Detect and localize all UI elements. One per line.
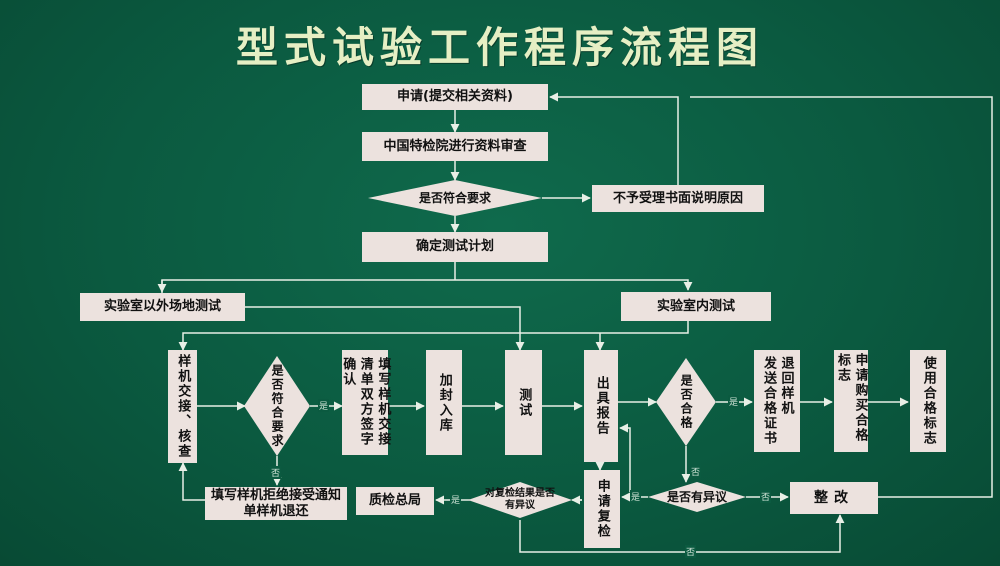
decision-pass-label[interactable]: 是否合格 xyxy=(672,366,700,438)
node-use-mark[interactable]: 使用合格标志 xyxy=(910,350,946,452)
node-apply[interactable]: 申请(提交相关资料) xyxy=(362,84,548,110)
edge-label-no-3: 否 xyxy=(685,545,697,558)
node-use-mark-label: 使用合格标志 xyxy=(920,356,936,446)
edge-reject-apply xyxy=(549,92,679,185)
node-outside-test[interactable]: 实验室以外场地测试 xyxy=(80,293,245,321)
node-plan[interactable]: 确定测试计划 xyxy=(362,232,548,262)
diamond-pass xyxy=(656,358,716,446)
node-fill-reject[interactable]: 填写样机拒绝接受通知单样机退还 xyxy=(205,487,347,520)
node-fill-handover-label: 填写样机交接清单双方签字确认 xyxy=(340,356,391,447)
edge-label-yes-4: 是 xyxy=(630,490,642,503)
edge-recheckdec-rectify xyxy=(519,514,845,553)
edge-label-no-1: 否 xyxy=(690,465,702,478)
node-sample-handover-label: 样机交接、核查 xyxy=(175,354,191,459)
edge-label-no-4: 否 xyxy=(270,466,282,479)
diamond-objection xyxy=(648,482,746,512)
diamond-conform xyxy=(368,180,542,216)
node-rectify[interactable]: 整改 xyxy=(790,482,878,514)
node-test-label: 测试 xyxy=(516,387,532,418)
node-report-label: 出具报告 xyxy=(593,376,609,436)
edge-label-no-2: 否 xyxy=(760,490,772,503)
decision-recheck-label[interactable]: 对复检结果是否有异议 xyxy=(485,487,555,512)
node-return-sample-label: 退回样机 xyxy=(778,356,794,416)
node-test[interactable]: 测试 xyxy=(505,350,542,455)
node-inside-test[interactable]: 实验室内测试 xyxy=(621,292,771,321)
node-report[interactable]: 出具报告 xyxy=(584,350,618,462)
node-send-cert-label: 发送合格证书 xyxy=(761,356,776,446)
node-cert-return[interactable]: 发送合格证书 退回样机 xyxy=(754,350,800,452)
edge-label-yes-1: 是 xyxy=(318,399,330,412)
page-title: 型式试验工作程序流程图 xyxy=(235,23,764,72)
decision-sample-conform-text: 是否符合要求 xyxy=(270,364,285,448)
edge-label-yes-2: 是 xyxy=(728,395,740,408)
decision-objection-label[interactable]: 是否有异议 xyxy=(666,489,727,504)
node-buy-mark[interactable]: 申请购买合格标志 xyxy=(834,350,868,452)
node-reject-reason[interactable]: 不予受理书面说明原因 xyxy=(592,185,764,212)
edge-split-outside xyxy=(161,279,693,293)
node-recheck-apply[interactable]: 申请复检 xyxy=(584,470,620,548)
decision-sample-conform-label[interactable]: 是否符合要求 xyxy=(262,364,292,448)
edge-label-yes-3: 是 xyxy=(450,493,462,506)
node-quality-bureau[interactable]: 质检总局 xyxy=(356,487,434,515)
node-recheck-apply-label: 申请复检 xyxy=(594,479,610,539)
node-buy-mark-label: 申请购买合格标志 xyxy=(835,353,868,443)
edge-inside-bus xyxy=(178,321,689,351)
diamond-sample-conform xyxy=(244,356,310,456)
diamond-recheck xyxy=(468,482,572,518)
node-seal-label: 加封入库 xyxy=(436,372,452,433)
node-review[interactable]: 中国特检院进行资料审查 xyxy=(362,132,548,161)
edge-rectify-apply xyxy=(690,96,993,498)
decision-pass-text: 是否合格 xyxy=(679,374,694,430)
edge-outside-test xyxy=(245,306,525,351)
node-sample-handover[interactable]: 样机交接、核查 xyxy=(168,350,197,463)
edge-recheck-report xyxy=(619,423,631,492)
decision-conform-label[interactable]: 是否符合要求 xyxy=(418,190,491,205)
node-fill-handover[interactable]: 填写样机交接清单双方签字确认 xyxy=(340,350,390,455)
edge-rejectnotice-handover xyxy=(178,462,205,501)
node-seal[interactable]: 加封入库 xyxy=(426,350,462,455)
